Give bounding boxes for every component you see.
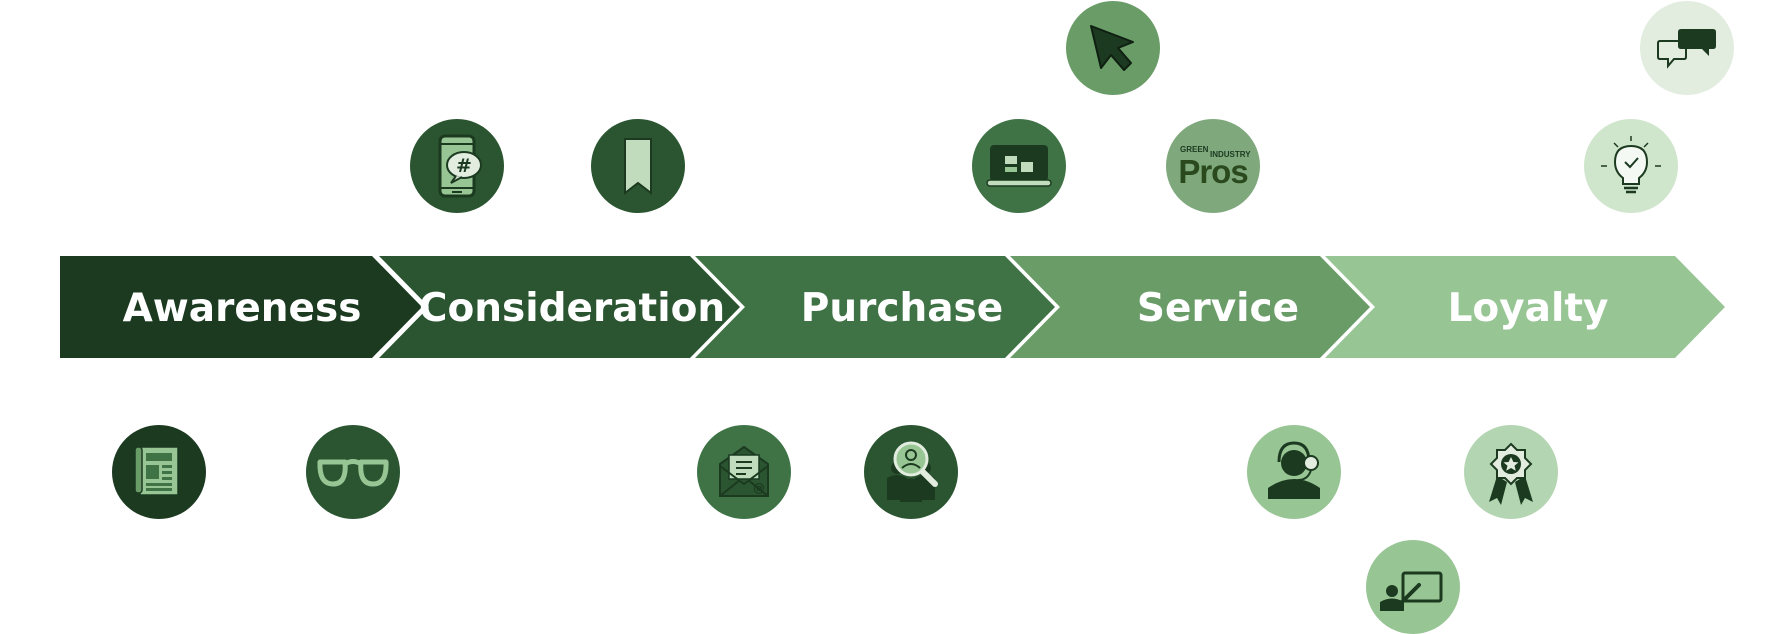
lightbulb-icon <box>1584 119 1678 213</box>
support-agent-icon <box>1247 425 1341 519</box>
search-people-icon <box>864 425 958 519</box>
stage-service-label: Service <box>1137 286 1299 331</box>
award-icon <box>1464 425 1558 519</box>
phone-hashtag-icon: # <box>410 119 504 213</box>
email-icon: @ <box>697 425 791 519</box>
glasses-icon <box>306 425 400 519</box>
stage-loyalty-shape <box>1325 256 1725 358</box>
logo-line2: INDUSTRY <box>1210 150 1251 159</box>
newspaper-icon <box>112 425 206 519</box>
stage-awareness-label: Awareness <box>123 286 362 331</box>
bookmark-icon <box>591 119 685 213</box>
svg-text:#: # <box>456 155 472 177</box>
brand-logo-icon: GREEN INDUSTRY Pros <box>1166 119 1260 213</box>
laptop-icon <box>972 119 1066 213</box>
logo-line1: GREEN <box>1180 145 1209 154</box>
logo-line3: Pros <box>1178 153 1247 190</box>
journey-stages: Awareness Consideration Purchase Service… <box>60 256 1725 358</box>
stage-service-shape <box>1010 256 1370 358</box>
stage-purchase-shape <box>695 256 1055 358</box>
stage-awareness-shape <box>60 256 422 358</box>
presentation-icon <box>1366 540 1460 634</box>
chat-icon <box>1640 1 1734 95</box>
stage-loyalty-label: Loyalty <box>1448 286 1609 331</box>
svg-text:@: @ <box>753 481 765 495</box>
stage-purchase-label: Purchase <box>801 286 1003 331</box>
stage-consideration-shape <box>379 256 740 358</box>
cursor-icon <box>1066 1 1160 95</box>
stage-consideration-label: Consideration <box>419 286 725 331</box>
